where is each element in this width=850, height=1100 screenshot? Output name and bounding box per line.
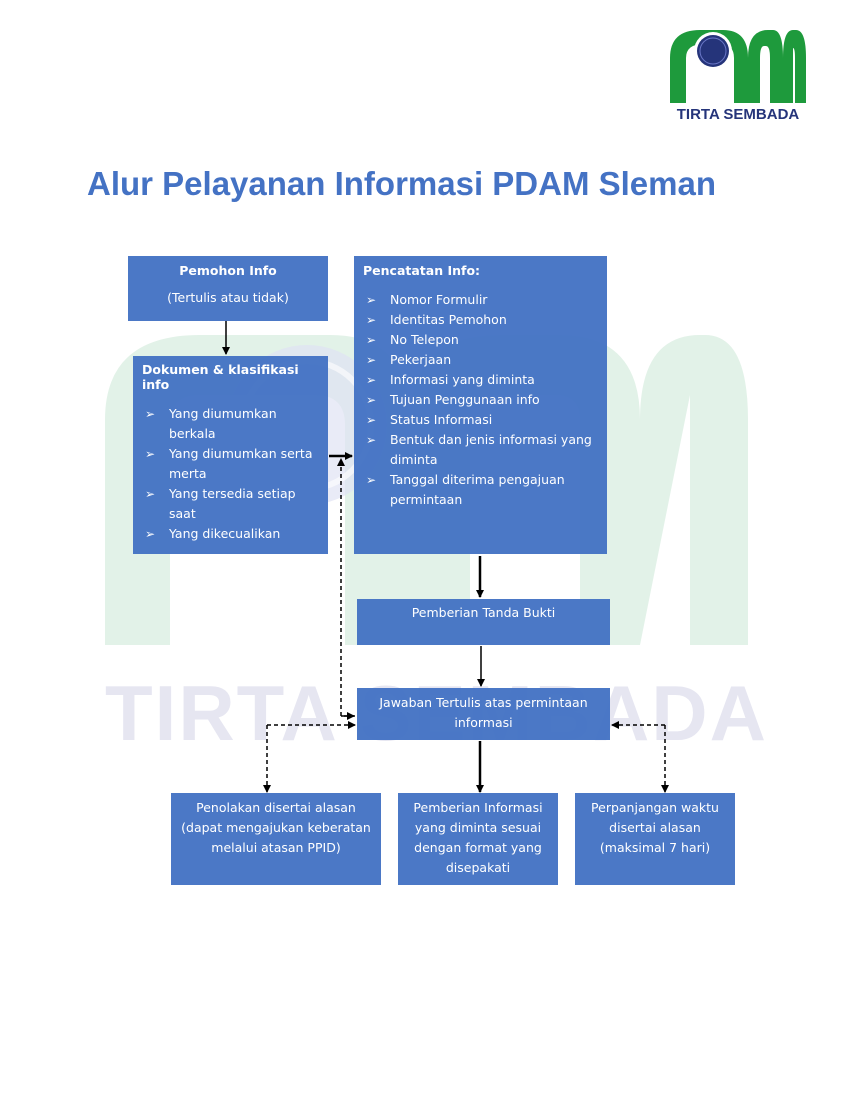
tirta-sembada-logo: [668, 28, 808, 128]
node-perpanjangan-waktu: Perpanjangan waktu disertai alasan (maks…: [575, 793, 735, 885]
list-item: Pekerjaan: [354, 350, 599, 370]
node-text: Perpanjangan waktu disertai alasan (maks…: [591, 800, 719, 855]
node-pemberian-tanda-bukti: Pemberian Tanda Bukti: [357, 599, 610, 645]
node-title: Pencatatan Info:: [363, 263, 481, 278]
list-item: Identitas Pemohon: [354, 310, 599, 330]
node-title: Pemohon Info: [179, 263, 277, 278]
list-item: Tanggal diterima pengajuan permintaan: [354, 470, 599, 510]
node-text: Jawaban Tertulis atas permintaan informa…: [379, 695, 588, 730]
list-item: No Telepon: [354, 330, 599, 350]
list-item: Status Informasi: [354, 410, 599, 430]
list-item: Yang tersedia setiap saat: [133, 484, 322, 524]
node-item-list: Nomor Formulir Identitas Pemohon No Tele…: [354, 290, 599, 510]
list-item: Nomor Formulir: [354, 290, 599, 310]
page-title: Alur Pelayanan Informasi PDAM Sleman: [87, 165, 717, 202]
node-penolakan: Penolakan disertai alasan (dapat mengaju…: [171, 793, 381, 885]
node-title: Dokumen & klasifikasi info: [142, 362, 299, 392]
node-jawaban-tertulis: Jawaban Tertulis atas permintaan informa…: [357, 688, 610, 740]
node-text: Penolakan disertai alasan (dapat mengaju…: [181, 800, 371, 855]
logo-brand-text: TIRTA SEMBADA: [676, 106, 800, 123]
list-item: Yang diumumkan berkala: [133, 404, 322, 444]
node-item-list: Yang diumumkan berkala Yang diumumkan se…: [133, 404, 322, 544]
list-item: Bentuk dan jenis informasi yang diminta: [354, 430, 599, 470]
node-pencatatan-info: Pencatatan Info: Nomor Formulir Identita…: [354, 256, 607, 554]
list-item: Tujuan Penggunaan info: [354, 390, 599, 410]
node-pemberian-informasi: Pemberian Informasi yang diminta sesuai …: [398, 793, 558, 885]
list-item: Yang dikecualikan: [133, 524, 322, 544]
edge-jawaban-dokumen-dashed: [337, 458, 355, 717]
list-item: Yang diumumkan serta merta: [133, 444, 322, 484]
node-pemohon-info: Pemohon Info (Tertulis atau tidak): [128, 256, 328, 321]
node-dokumen-klasifikasi: Dokumen & klasifikasi info Yang diumumka…: [133, 356, 328, 554]
node-subtitle: (Tertulis atau tidak): [167, 290, 289, 305]
node-text: Pemberian Tanda Bukti: [411, 605, 556, 620]
list-item: Informasi yang diminta: [354, 370, 599, 390]
node-text: Pemberian Informasi yang diminta sesuai …: [413, 800, 543, 875]
